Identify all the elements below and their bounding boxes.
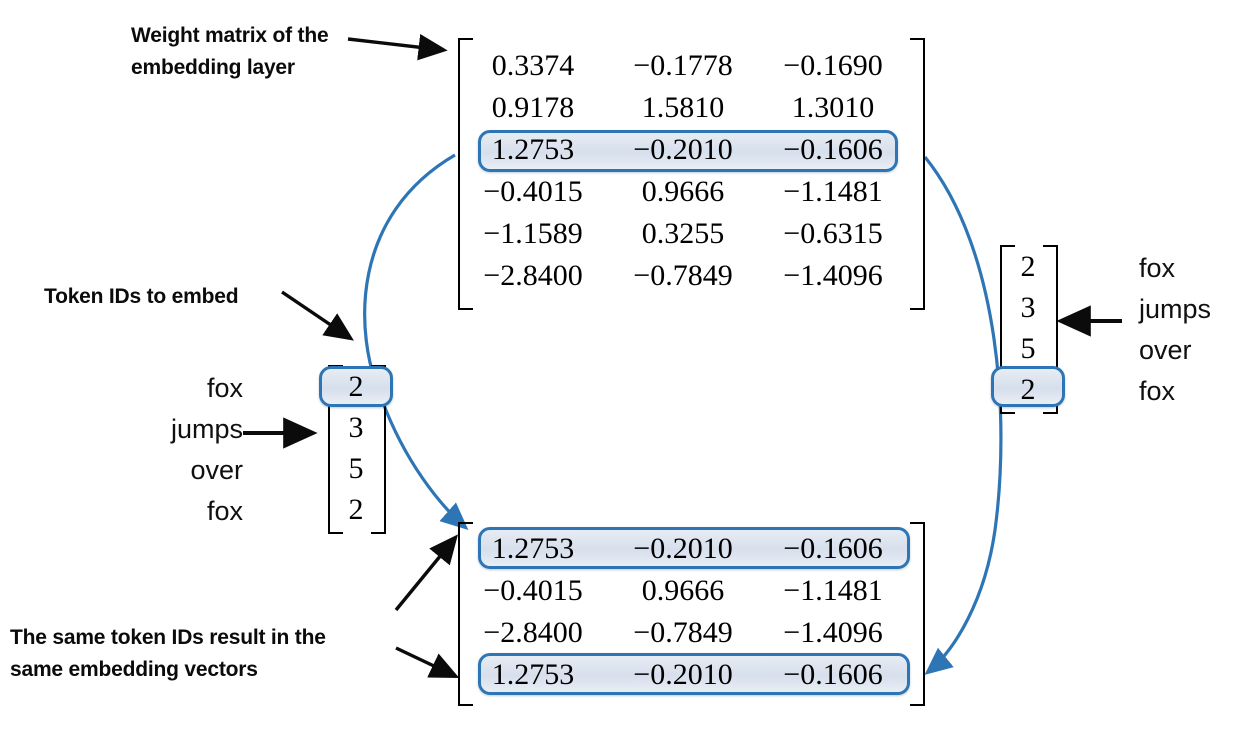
- bracket-left: [1000, 245, 1015, 414]
- bracket-right: [1043, 245, 1058, 414]
- label-token-ids: Token IDs to embed: [44, 285, 239, 308]
- table-row: −1.1589 0.3255 −0.6315: [483, 217, 883, 250]
- label-same-embeddings: The same token IDs result in the same em…: [10, 626, 326, 681]
- embedding-weight-matrix: 0.3374 −0.1778 −0.1690 0.9178 1.5810 1.3…: [458, 38, 925, 310]
- bracket-left: [458, 38, 473, 310]
- label-weight-matrix: Weight matrix of the embedding layer: [131, 24, 329, 79]
- highlight-repeat-token-4: [991, 366, 1065, 407]
- repeat-token-id-column: 2 3 5 2: [991, 245, 1065, 414]
- highlight-output-row-4: [478, 653, 910, 695]
- list-item: 2: [1020, 250, 1036, 283]
- list-item: 3: [348, 411, 364, 444]
- bracket-left: [458, 522, 473, 706]
- embedding-output-matrix: 1.2753 −0.2010 −0.1606 −0.4015 0.9666 −1…: [458, 522, 925, 706]
- list-item: 5: [348, 452, 364, 485]
- table-row: 0.3374 −0.1778 −0.1690: [491, 49, 883, 82]
- list-item: fox: [1139, 376, 1176, 406]
- list-item: over: [190, 455, 243, 485]
- table-row-highlighted: 1.2753 −0.2010 −0.1606: [491, 532, 883, 565]
- bracket-right: [910, 38, 925, 310]
- list-item: jumps: [170, 414, 243, 444]
- table-row: −0.4015 0.9666 −1.1481: [483, 175, 883, 208]
- input-word-list: fox jumps over fox: [118, 368, 243, 532]
- list-item: fox: [206, 373, 243, 403]
- bracket-right: [910, 522, 925, 706]
- curve-right-lookup: [923, 155, 1003, 675]
- list-item: 2: [348, 493, 364, 526]
- arrow-same-ids-upper: [394, 534, 459, 612]
- input-token-id-column: 2 3 5 2: [319, 365, 393, 534]
- list-item: 5: [1020, 332, 1036, 365]
- table-row: 0.9178 1.5810 1.3010: [491, 91, 875, 124]
- list-item: fox: [1139, 253, 1176, 283]
- repeat-word-list: fox jumps over fox: [1139, 248, 1244, 412]
- list-item: 3: [1020, 291, 1036, 324]
- list-item: 2: [1020, 373, 1036, 406]
- table-row: −2.8400 −0.7849 −1.4096: [483, 616, 883, 649]
- table-row: −0.4015 0.9666 −1.1481: [483, 574, 883, 607]
- table-row-highlighted: 1.2753 −0.2010 −0.1606: [491, 133, 883, 166]
- table-row: −2.8400 −0.7849 −1.4096: [483, 259, 883, 292]
- highlight-weight-row-3: [478, 130, 898, 172]
- list-item: fox: [206, 496, 243, 526]
- list-item: 2: [348, 370, 364, 403]
- list-item: jumps: [1139, 294, 1212, 324]
- highlight-output-row-1: [478, 527, 910, 569]
- table-row-highlighted: 1.2753 −0.2010 −0.1606: [491, 658, 883, 691]
- list-item: over: [1139, 335, 1192, 365]
